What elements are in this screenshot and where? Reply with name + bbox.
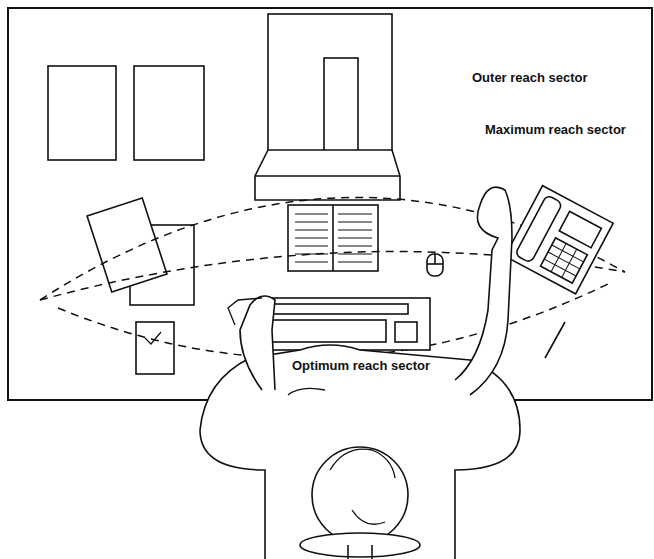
sector-label: Maximum reach sector bbox=[483, 122, 628, 138]
sector-label: Outer reach sector bbox=[470, 70, 590, 86]
sector-label: Optimum reach sector bbox=[290, 358, 432, 374]
